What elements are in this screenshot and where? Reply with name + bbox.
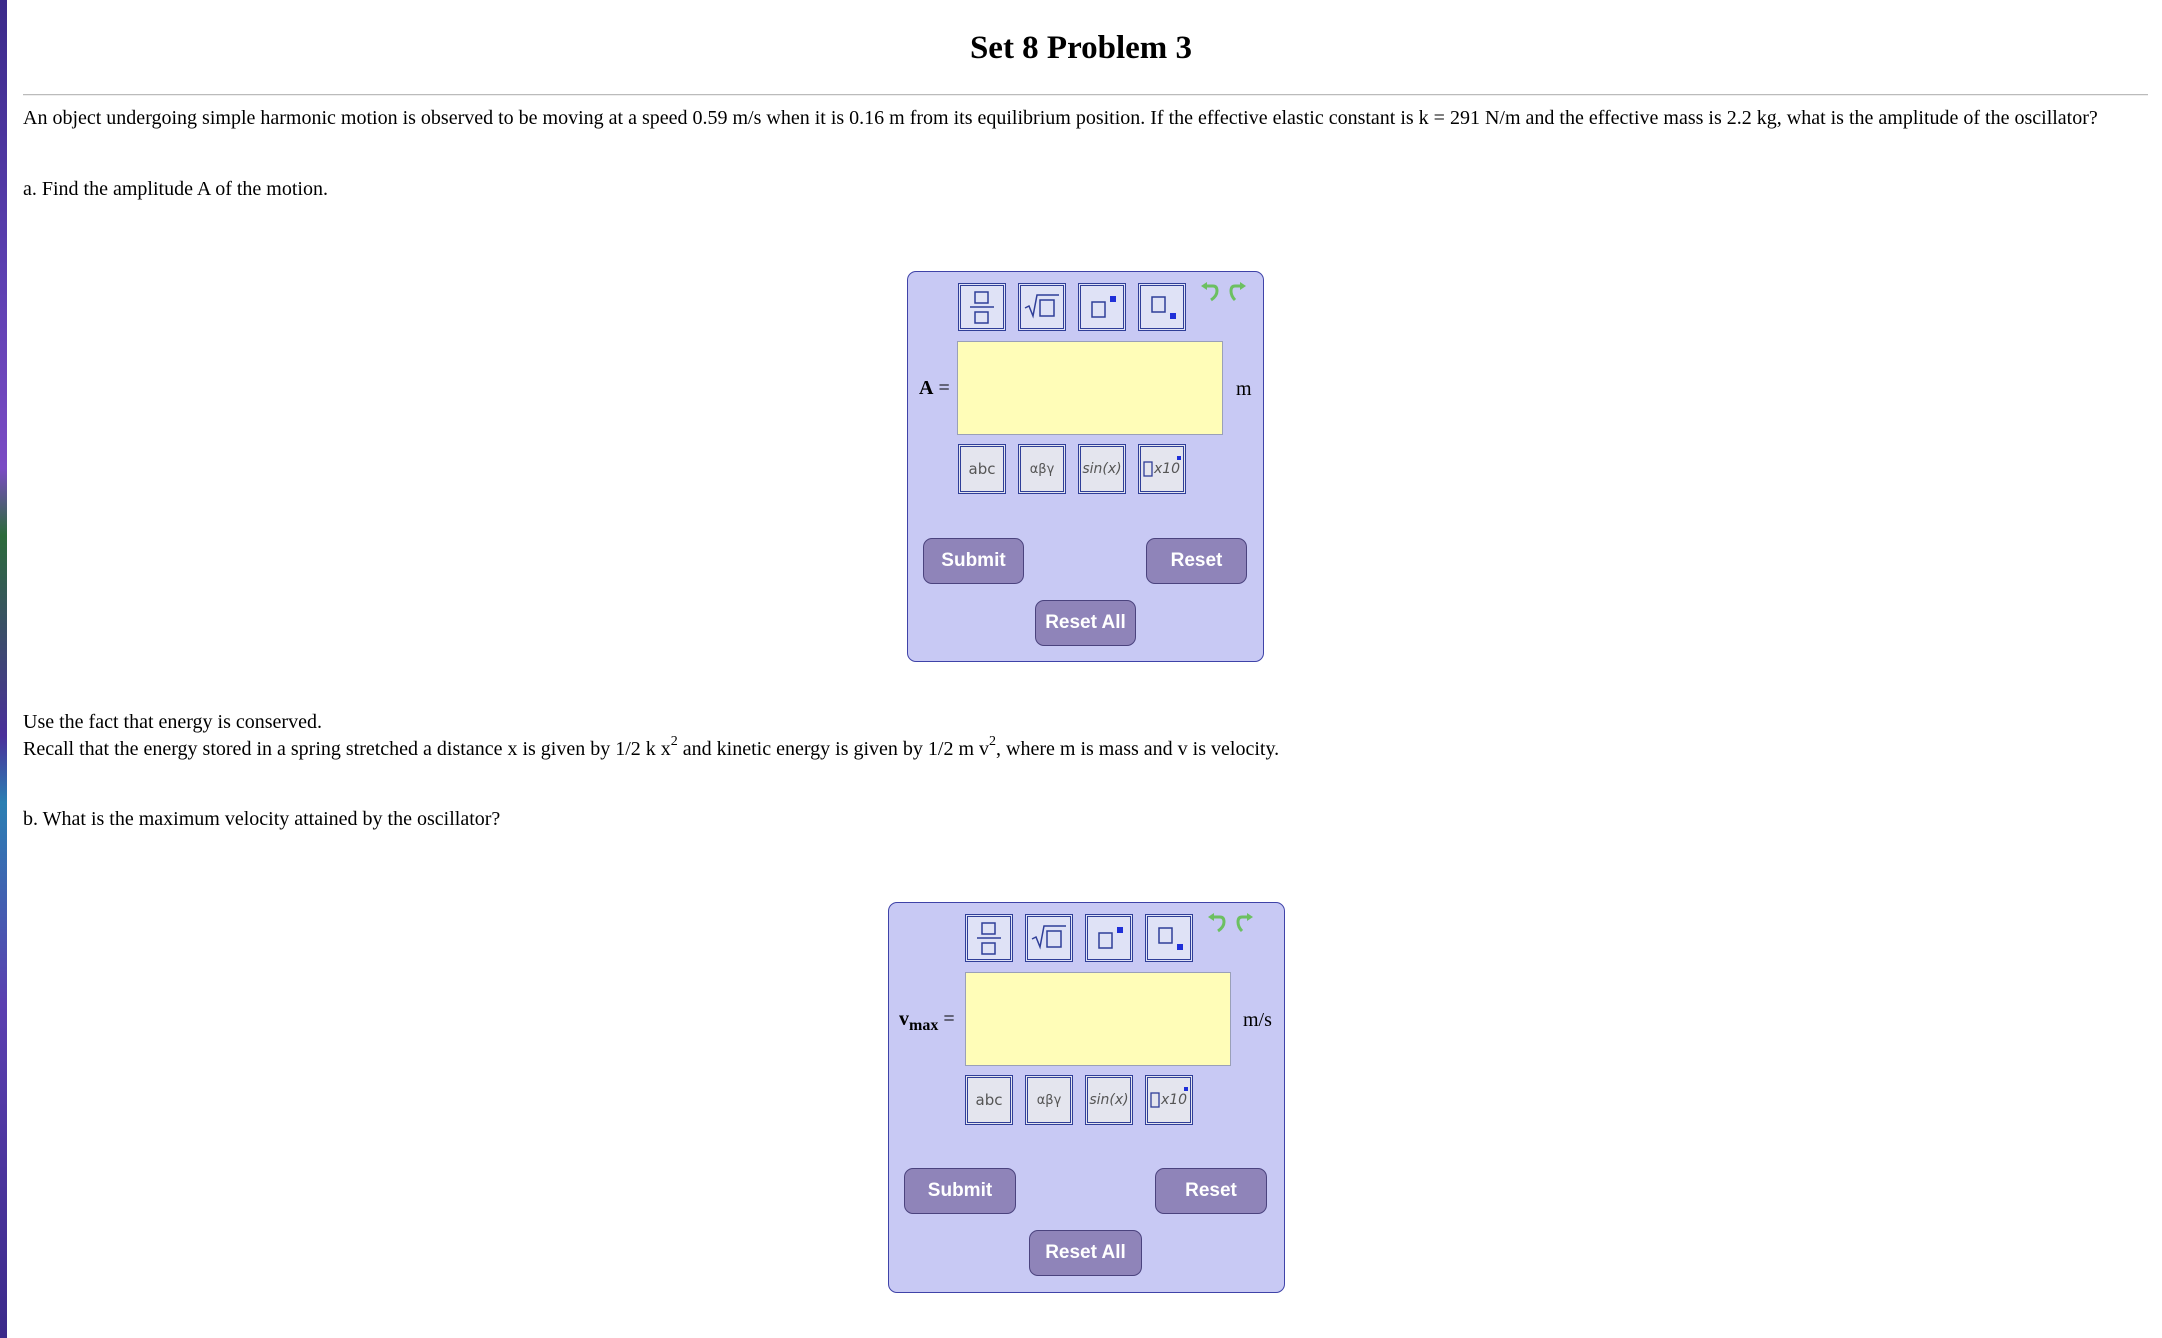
abc-keyboard-button[interactable]: abc [958, 444, 1006, 494]
answer-input-b[interactable] [965, 972, 1231, 1066]
redo-icon[interactable] [1226, 281, 1248, 303]
hint-energy-conserved: Use the fact that energy is conserved. [23, 711, 322, 733]
sqrt-button[interactable] [1025, 914, 1073, 962]
sci-notation-button[interactable]: x10 [1145, 1075, 1193, 1125]
answer-label-b: vmax = [899, 1008, 955, 1034]
redo-icon[interactable] [1233, 912, 1255, 934]
unit-label-b: m/s [1243, 1009, 1272, 1031]
unit-label-a: m [1236, 378, 1252, 400]
undo-icon[interactable] [1206, 912, 1228, 934]
desktop-edge [0, 0, 7, 1338]
sqrt-button[interactable] [1018, 283, 1066, 331]
reset-button-b[interactable]: Reset [1155, 1168, 1267, 1214]
answer-label-a: A = [919, 377, 950, 399]
reset-all-button-a[interactable]: Reset All [1035, 600, 1136, 646]
hint-energy-formulas: Recall that the energy stored in a sprin… [23, 734, 1280, 760]
sci-notation-button[interactable]: x10 [1138, 444, 1186, 494]
abc-keyboard-button[interactable]: abc [965, 1075, 1013, 1125]
submit-button-a[interactable]: Submit [923, 538, 1024, 584]
superscript-button[interactable] [1085, 914, 1133, 962]
submit-button-b[interactable]: Submit [904, 1168, 1016, 1214]
greek-keyboard-button[interactable]: αβγ [1025, 1075, 1073, 1125]
undo-icon[interactable] [1199, 281, 1221, 303]
answer-widget-a: A = m abc αβγ sin(x) x10 Submit Reset Re… [907, 271, 1264, 662]
function-keyboard-button[interactable]: sin(x) [1085, 1075, 1133, 1125]
page-title: Set 8 Problem 3 [969, 30, 1193, 66]
superscript-button[interactable] [1078, 283, 1126, 331]
reset-all-button-b[interactable]: Reset All [1029, 1230, 1142, 1276]
subscript-button[interactable] [1145, 914, 1193, 962]
answer-input-a[interactable] [957, 341, 1223, 435]
divider [23, 94, 2148, 96]
subscript-button[interactable] [1138, 283, 1186, 331]
part-a-prompt: a. Find the amplitude A of the motion. [23, 178, 328, 200]
reset-button-a[interactable]: Reset [1146, 538, 1247, 584]
fraction-button[interactable] [965, 914, 1013, 962]
fraction-button[interactable] [958, 283, 1006, 331]
answer-widget-b: vmax = m/s abc αβγ sin(x) x10 Submit Res… [888, 902, 1285, 1293]
question-text: An object undergoing simple harmonic mot… [23, 107, 2098, 129]
function-keyboard-button[interactable]: sin(x) [1078, 444, 1126, 494]
part-b-prompt: b. What is the maximum velocity attained… [23, 808, 501, 830]
greek-keyboard-button[interactable]: αβγ [1018, 444, 1066, 494]
